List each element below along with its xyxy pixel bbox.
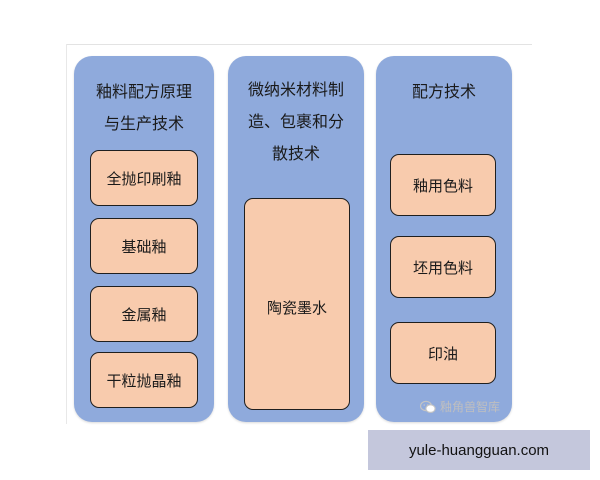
- column-micro-nano-materials: 微纳米材料制 造、包裹和分 散技术 陶瓷墨水: [228, 56, 364, 422]
- item-box: 陶瓷墨水: [244, 198, 350, 410]
- watermark-text: 釉角兽智库: [440, 400, 501, 414]
- column-formula-technology: 配方技术 釉用色料 坯用色料 印油: [376, 56, 512, 422]
- site-url-text: yule-huangguan.com: [408, 441, 550, 459]
- item-box: 釉用色料: [390, 154, 496, 216]
- item-box: 坯用色料: [390, 236, 496, 298]
- site-url-bar: yule-huangguan.com: [368, 430, 590, 470]
- column-title: 配方技术: [411, 82, 476, 101]
- column-glaze-formula: 釉料配方原理 与生产技术 全抛印刷釉 基础釉 金属釉 干粒抛晶釉: [74, 56, 214, 422]
- column-title: 微纳米材料制 造、包裹和分 散技术: [247, 80, 344, 163]
- column-title: 釉料配方原理 与生产技术: [95, 82, 192, 133]
- frame-line-top: [66, 44, 532, 45]
- item-box: 金属釉: [90, 286, 198, 342]
- item-box: 印油: [390, 322, 496, 384]
- item-box: 全抛印刷釉: [90, 150, 198, 206]
- frame-line-left: [66, 44, 67, 424]
- watermark: 釉角兽智库: [420, 398, 500, 415]
- wechat-icon: [420, 400, 436, 414]
- item-box: 基础釉: [90, 218, 198, 274]
- item-box: 干粒抛晶釉: [90, 352, 198, 408]
